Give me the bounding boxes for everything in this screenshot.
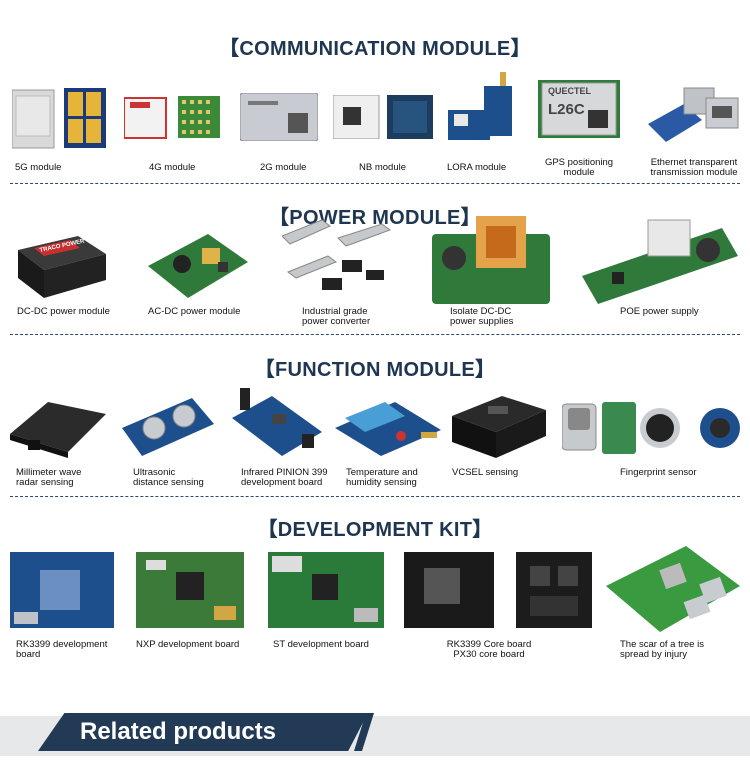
product-label: DC-DC power module <box>17 306 110 317</box>
product-image-rk3399-dev[interactable] <box>10 552 114 628</box>
product-image-nxp-dev[interactable] <box>136 552 244 628</box>
section-title-communication: 【COMMUNICATION MODULE】 <box>219 38 531 60</box>
chip-model-text: L26C <box>548 101 585 118</box>
product-image-dc-dc-power[interactable]: TRACO POWER <box>14 236 110 298</box>
product-image-infrared-board[interactable] <box>232 388 322 460</box>
section-title-function: 【FUNCTION MODULE】 <box>254 359 496 381</box>
product-image-lora-module[interactable] <box>448 72 518 142</box>
product-image-poe-power[interactable] <box>582 214 740 306</box>
product-label: POE power supply <box>620 306 699 317</box>
product-image-fingerprint[interactable] <box>562 400 742 456</box>
product-label: GPS positioning module <box>544 157 614 178</box>
product-label: Millimeter wave radar sensing <box>16 467 82 488</box>
product-image-2g-module[interactable] <box>240 93 318 141</box>
product-image-ethernet-module[interactable] <box>644 84 740 146</box>
stripes-decoration <box>322 713 374 751</box>
related-products-heading: Related products <box>80 718 277 745</box>
product-label: Temperature and humidity sensing <box>346 467 418 488</box>
product-image-ultrasonic[interactable] <box>122 398 214 458</box>
product-image-5g-module[interactable] <box>12 88 107 150</box>
product-label: The scar of a tree is spread by injury <box>620 639 704 660</box>
product-image-vcsel[interactable] <box>452 396 546 458</box>
product-label: Ultrasonic distance sensing <box>133 467 204 488</box>
product-label: NXP development board <box>136 639 240 650</box>
product-label: Industrial grade power converter <box>302 306 371 327</box>
product-label: 5G module <box>15 162 62 173</box>
product-image-gps-module[interactable]: QUECTEL L26C <box>538 80 620 138</box>
product-label: ST development board <box>273 639 369 650</box>
section-divider <box>10 183 740 184</box>
product-image-mmwave-radar[interactable] <box>8 396 108 458</box>
product-image-ac-dc-power[interactable] <box>148 234 248 298</box>
product-label: Fingerprint sensor <box>620 467 697 478</box>
product-image-nb-module[interactable] <box>333 95 433 139</box>
section-title-devkit: 【DEVELOPMENT KIT】 <box>257 519 493 541</box>
product-label: LORA module <box>447 162 507 173</box>
product-label: RK3399 development board <box>16 639 108 660</box>
product-label: 4G module <box>149 162 196 173</box>
product-image-isolate-dcdc[interactable] <box>432 214 550 306</box>
product-label: Ethernet transparent transmission module <box>650 157 738 178</box>
section-divider <box>10 334 740 335</box>
product-label: NB module <box>359 162 406 173</box>
product-image-raspberry-pi[interactable] <box>606 546 740 632</box>
product-image-rk3399-core[interactable] <box>404 552 592 628</box>
product-image-industrial-power[interactable] <box>282 216 392 300</box>
section-divider <box>10 496 740 497</box>
product-image-temp-humidity[interactable] <box>335 398 441 458</box>
product-label: RK3399 Core board PX30 core board <box>446 639 532 660</box>
product-label: AC-DC power module <box>148 306 241 317</box>
footer-banner <box>38 713 368 751</box>
chip-brand-text: QUECTEL <box>548 86 592 96</box>
product-label: VCSEL sensing <box>452 467 519 478</box>
product-label: Isolate DC-DC power supplies <box>450 306 514 327</box>
product-image-4g-module[interactable] <box>124 96 222 140</box>
product-label: 2G module <box>260 162 307 173</box>
product-image-st-dev[interactable] <box>268 552 384 628</box>
product-label: Infrared PINION 399 development board <box>241 467 328 488</box>
